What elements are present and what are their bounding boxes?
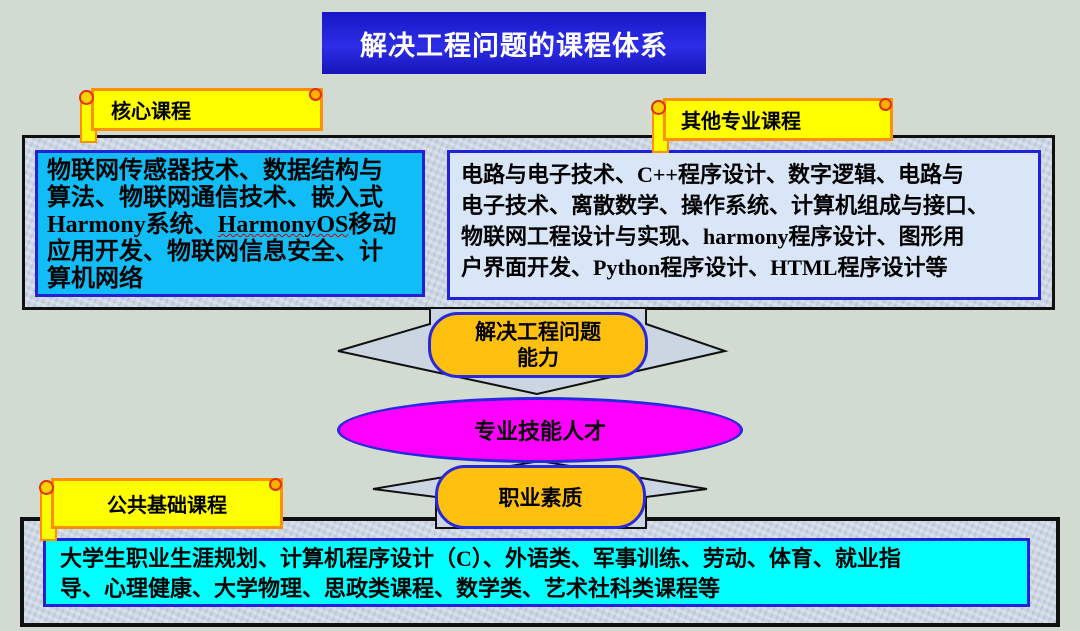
core-courses-text-pre: 物联网传感器技术、数据结构与 算法、物联网通信技术、嵌入式 Harmony系统、 <box>47 158 383 238</box>
banner-public-body: 公共基础课程 <box>51 478 283 529</box>
scroll-corner-curl-icon <box>269 478 282 491</box>
core-courses-box: 物联网传感器技术、数据结构与 算法、物联网通信技术、嵌入式 Harmony系统、… <box>35 150 425 297</box>
banner-core-label: 核心课程 <box>111 101 191 123</box>
banner-public: 公共基础课程 <box>39 478 283 541</box>
other-courses-text: 电路与电子技术、C++程序设计、数字逻辑、电路与 电子技术、离散数学、操作系统、… <box>461 162 990 280</box>
banner-other-label: 其他专业课程 <box>681 111 801 133</box>
banner-public-label: 公共基础课程 <box>107 495 227 517</box>
banner-other: 其他专业课程 <box>651 98 893 153</box>
core-courses-text: 物联网传感器技术、数据结构与 算法、物联网通信技术、嵌入式 Harmony系统、… <box>47 158 413 293</box>
core-courses-spellcheck-word: HarmonyOS <box>217 212 349 238</box>
ability-node-line1: 解决工程问题 <box>475 320 601 344</box>
ability-node-line2: 能力 <box>517 346 559 370</box>
other-courses-box: 电路与电子技术、C++程序设计、数字逻辑、电路与 电子技术、离散数学、操作系统、… <box>447 150 1041 300</box>
talent-ellipse-label: 专业技能人才 <box>473 419 606 444</box>
banner-core: 核心课程 <box>79 88 323 143</box>
quality-node: 职业素质 <box>435 465 646 529</box>
quality-node-label: 职业素质 <box>498 486 583 510</box>
scroll-curl-icon <box>651 100 666 115</box>
scroll-corner-curl-icon <box>879 98 892 111</box>
public-courses-text: 大学生职业生涯规划、计算机程序设计（C）、外语类、军事训练、劳动、体育、就业指 … <box>60 546 901 601</box>
ability-node: 解决工程问题 能力 <box>428 312 648 378</box>
scroll-corner-curl-icon <box>309 88 322 101</box>
banner-core-body: 核心课程 <box>91 88 323 131</box>
public-courses-box: 大学生职业生涯规划、计算机程序设计（C）、外语类、军事训练、劳动、体育、就业指 … <box>43 538 1030 607</box>
scroll-curl-icon <box>39 480 54 495</box>
slide-title: 解决工程问题的课程体系 <box>360 30 668 61</box>
slide-title-bar: 解决工程问题的课程体系 <box>322 12 706 74</box>
scroll-curl-icon <box>79 90 94 105</box>
talent-ellipse: 专业技能人才 <box>337 397 743 463</box>
banner-other-body: 其他专业课程 <box>663 98 893 141</box>
core-courses-text-post: 移动 应用开发、物联网信息安全、计 算机网络 <box>47 212 397 292</box>
